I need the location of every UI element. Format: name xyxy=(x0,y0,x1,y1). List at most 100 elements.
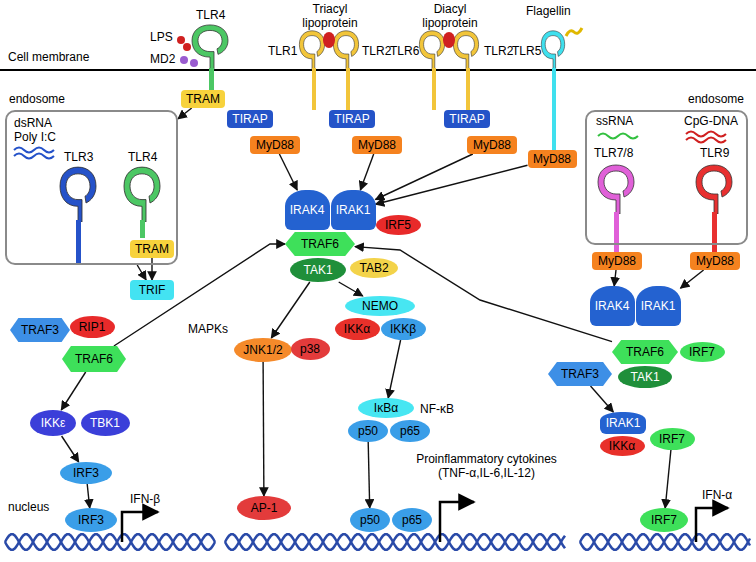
tlr9-receptor xyxy=(696,165,732,214)
signal-arrow xyxy=(368,442,370,508)
node-label: IRAK1 xyxy=(336,203,371,217)
traf-hexagon: TRAF3 xyxy=(548,362,612,386)
adaptor-box: MyD88 xyxy=(352,136,402,154)
node-label: MyD88 xyxy=(256,138,294,152)
node-label: NEMO xyxy=(362,299,398,313)
signal-arrow xyxy=(114,244,285,346)
signal-arrow xyxy=(87,484,90,508)
text-label: IFN-β xyxy=(130,492,160,506)
text-label: nucleus xyxy=(8,500,49,514)
adaptor-box: TIRAP xyxy=(227,110,273,128)
tlr2-receptor xyxy=(453,31,478,70)
node-label: IKKβ xyxy=(390,322,416,336)
text-label: CpG-DNA xyxy=(684,114,738,128)
protein-oval: TAK1 xyxy=(618,366,672,388)
node-label: IRAK1 xyxy=(606,416,641,430)
node-label: TRIF xyxy=(139,283,166,297)
text-label: TLR9 xyxy=(700,146,729,160)
tlr3-receptor xyxy=(60,167,96,222)
protein-oval: IRF7 xyxy=(680,342,725,362)
node-label: IKKα xyxy=(344,322,370,336)
receptors xyxy=(60,25,732,222)
dna-helix xyxy=(5,534,750,550)
signal-arrow xyxy=(376,154,473,200)
text-label: TLR2 xyxy=(484,44,513,58)
node-label: TAK1 xyxy=(630,370,659,384)
protein-oval: IRF7 xyxy=(650,428,695,450)
signal-arrow xyxy=(271,282,310,338)
protein-oval: IκBα xyxy=(358,398,414,418)
adaptor-box: TIRAP xyxy=(329,110,375,128)
signal-arrow xyxy=(61,372,85,410)
protein-oval: TAB2 xyxy=(350,258,398,278)
text-label: NF-κB xyxy=(420,402,454,416)
kinase-shape: IRAK4 xyxy=(590,286,635,326)
node-label: IKKα xyxy=(609,439,635,453)
text-label: dsRNA xyxy=(14,116,52,130)
node-label: TRAF3 xyxy=(21,323,59,337)
protein-oval: AP-1 xyxy=(237,496,291,520)
tlr1-receptor xyxy=(299,31,324,70)
signal-arrow xyxy=(339,282,363,296)
text-label: MD2 xyxy=(150,52,175,66)
protein-oval: JNK1/2 xyxy=(234,338,292,362)
node-label: endosome xyxy=(688,92,744,106)
node-label: MyD88 xyxy=(473,138,511,152)
tlr4-receptor xyxy=(124,167,160,222)
node-label: IRF5 xyxy=(385,218,411,232)
node-label: MyD88 xyxy=(533,152,571,166)
tlr2-receptor xyxy=(333,31,358,70)
node-label: TRAF6 xyxy=(301,237,339,251)
kinase-shape: IRAK1 xyxy=(331,190,376,230)
protein-oval: IRF3 xyxy=(60,462,112,484)
text-label: Poly I:C xyxy=(14,130,56,144)
protein-oval: p50 xyxy=(350,508,390,532)
node-label: TIRAP xyxy=(334,112,369,126)
node-label: TRAF6 xyxy=(75,352,113,366)
text-label: IFN-α xyxy=(702,488,732,502)
text-label: ssRNA xyxy=(596,114,633,128)
node-label: IRF7 xyxy=(689,345,715,359)
node-label: IRF7 xyxy=(651,513,677,527)
text-label: TLR7/8 xyxy=(594,146,633,160)
node-label: IRF7 xyxy=(659,432,685,446)
node-label: IRF3 xyxy=(78,513,104,527)
protein-oval: IKKα xyxy=(600,436,645,456)
text-label: Cell membrane xyxy=(8,50,89,64)
adaptor-box: MyD88 xyxy=(467,136,517,154)
signal-arrow xyxy=(137,265,146,280)
node-label: p50 xyxy=(358,424,378,438)
traf-hexagon: TRAF3 xyxy=(10,318,70,342)
node-label: TIRAP xyxy=(232,112,267,126)
node-label: p38 xyxy=(300,342,320,356)
node-label: p50 xyxy=(360,513,380,527)
signal-arrow xyxy=(360,154,373,190)
node-label: JNK1/2 xyxy=(243,343,282,357)
text-label: TLR4 xyxy=(196,8,225,22)
protein-oval: NEMO xyxy=(345,296,415,316)
node-label: TRAM xyxy=(135,242,169,256)
adaptor-box: TRAM xyxy=(130,240,174,258)
text-label: TLR5 xyxy=(512,44,541,58)
traf-hexagon: TRAF6 xyxy=(612,340,678,364)
dna-strand xyxy=(5,534,215,550)
node-label: IRAK1 xyxy=(641,299,676,313)
protein-oval: IRF7 xyxy=(640,508,688,532)
node-label: IRF3 xyxy=(73,466,99,480)
dna-strand xyxy=(225,534,565,550)
node-label: TIRAP xyxy=(449,112,484,126)
node-label: MyD88 xyxy=(358,138,396,152)
signal-arrow xyxy=(614,270,616,286)
cell-membrane xyxy=(0,69,756,71)
dna-strand xyxy=(580,534,750,550)
node-label: AP-1 xyxy=(251,501,278,515)
dna-strand xyxy=(5,534,215,550)
adaptor-box: MyD88 xyxy=(690,252,740,270)
traf-hexagon: TRAF6 xyxy=(285,232,355,256)
protein-oval: IKKβ xyxy=(381,318,426,340)
signal-arrow xyxy=(355,247,612,342)
kinase-shape: IRAK1 xyxy=(600,412,646,434)
